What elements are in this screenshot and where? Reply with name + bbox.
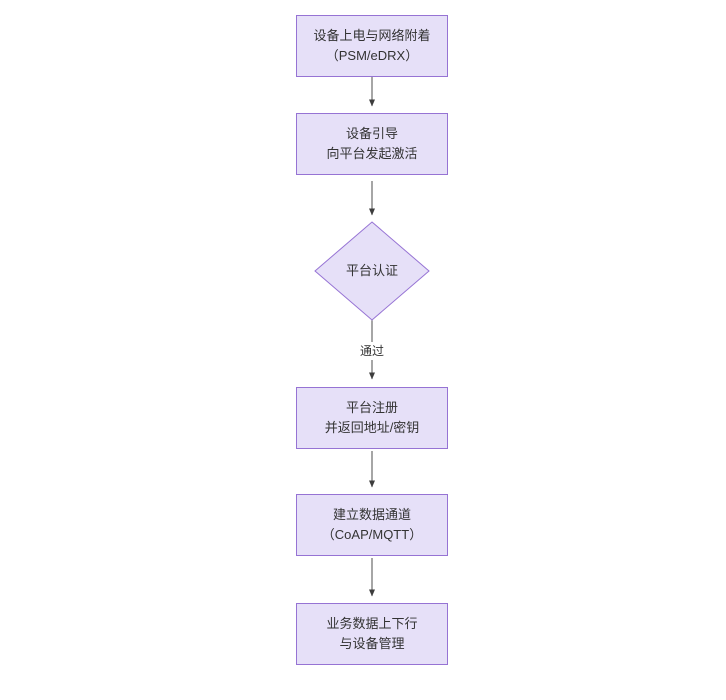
flow-node-text-line: 建立数据通道 (332, 507, 411, 522)
flow-node-device-power-on[interactable]: 设备上电与网络附着 （PSM/eDRX） (296, 15, 448, 77)
flow-node-text-line: 设备上电与网络附着 (313, 28, 431, 43)
flow-node-text-line: （CoAP/MQTT） (321, 527, 423, 542)
flow-node-platform-register[interactable]: 平台注册 并返回地址/密钥 (296, 387, 448, 449)
flow-node-text-line: （PSM/eDRX） (325, 48, 419, 63)
flow-node-text-line: 平台认证 (345, 263, 398, 278)
flow-node-text-line: 业务数据上下行 (326, 616, 418, 631)
flow-node-establish-data-channel[interactable]: 建立数据通道 （CoAP/MQTT） (296, 494, 448, 556)
flow-node-device-bootstrap[interactable]: 设备引导 向平台发起激活 (296, 113, 448, 175)
flow-node-text-line: 并返回地址/密钥 (324, 420, 420, 435)
edge-label-pass: 通过 (356, 342, 388, 360)
flow-node-platform-auth-decision[interactable]: 平台认证 (314, 221, 430, 321)
flow-node-text-line: 向平台发起激活 (326, 146, 418, 161)
flow-node-text-line: 设备引导 (345, 126, 398, 141)
flow-node-business-data-and-device-mgmt[interactable]: 业务数据上下行 与设备管理 (296, 603, 448, 665)
diamond-shape (314, 221, 430, 321)
flow-node-text-line: 与设备管理 (339, 636, 405, 651)
flow-node-text-line: 平台注册 (345, 400, 398, 415)
